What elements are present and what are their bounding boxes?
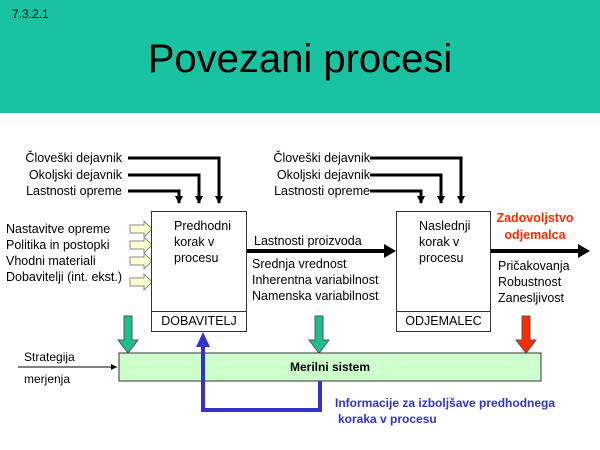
title-line: Predhodni <box>174 219 231 233</box>
feedback-text-1: Informacije za izboljšave predhodnega <box>335 396 556 410</box>
title-line: korak v <box>419 235 460 249</box>
strategy-line-1: Strategija <box>24 350 75 364</box>
product-item-1: Srednja vrednost <box>252 257 347 271</box>
customer-satisfaction-line-1: Zadovoljstvo <box>496 211 574 225</box>
page-title: Povezani procesi <box>147 37 453 81</box>
right-top-input-lines <box>370 156 465 204</box>
next-step-box: Naslednji korak v procesu ODJEMALEC <box>396 211 491 332</box>
feedback-text-2: koraka v procesu <box>338 412 437 426</box>
supplier-label: DOBAVITELJ <box>152 311 246 331</box>
product-item-3: Namenska variabilnost <box>252 289 379 303</box>
strategy-line-2: merjenja <box>24 372 71 386</box>
side-input-1: Nastavitve opreme <box>6 222 111 236</box>
customer-role-label: ODJEMALEC <box>397 311 490 331</box>
green-arrow-left <box>116 315 140 354</box>
left-top-input-lines <box>128 156 223 204</box>
feedback-line <box>201 345 322 412</box>
previous-step-box: Predhodni korak v procesu DOBAVITELJ <box>151 211 247 332</box>
measurement-bar <box>118 352 542 382</box>
product-label: Lastnosti proizvoda <box>254 234 362 248</box>
customer-item-3: Zanesljivost <box>498 291 564 305</box>
right-input-3: Lastnosti opreme <box>274 184 370 198</box>
customer-arrow <box>490 244 590 258</box>
previous-step-title: Predhodni korak v procesu <box>174 218 231 266</box>
customer-item-2: Robustnost <box>498 275 562 289</box>
yellow-input-arrows <box>129 219 153 292</box>
section-number: 7.3.2.1 <box>12 7 49 21</box>
measurement-system-label: Merilni sistem <box>289 360 371 374</box>
side-input-4: Dobavitelji (int. ekst.) <box>6 270 123 284</box>
title-line: Naslednji <box>419 219 471 233</box>
title-line: procesu <box>174 251 219 265</box>
feedback-arrowhead <box>196 332 210 347</box>
green-arrow-middle <box>307 315 331 354</box>
title-line: korak v <box>174 235 215 249</box>
left-input-2: Okoljski dejavnik <box>28 168 122 182</box>
left-input-1: Človeški dejavnik <box>25 151 122 165</box>
side-input-2: Politika in postopki <box>6 238 110 252</box>
product-arrow <box>246 244 396 258</box>
customer-item-1: Pričakovanja <box>498 259 570 273</box>
side-input-3: Vhodni materiali <box>6 254 96 268</box>
red-arrow <box>514 315 538 354</box>
title-line: procesu <box>419 251 464 265</box>
left-input-3: Lastnosti opreme <box>26 184 122 198</box>
right-input-1: Človeški dejavnik <box>273 151 370 165</box>
header-band <box>0 0 600 113</box>
right-input-2: Okoljski dejavnik <box>276 168 370 182</box>
product-item-2: Inherentna variabilnost <box>252 273 379 287</box>
next-step-title: Naslednji korak v procesu <box>419 218 470 266</box>
customer-satisfaction-line-2: odjemalca <box>504 228 566 242</box>
